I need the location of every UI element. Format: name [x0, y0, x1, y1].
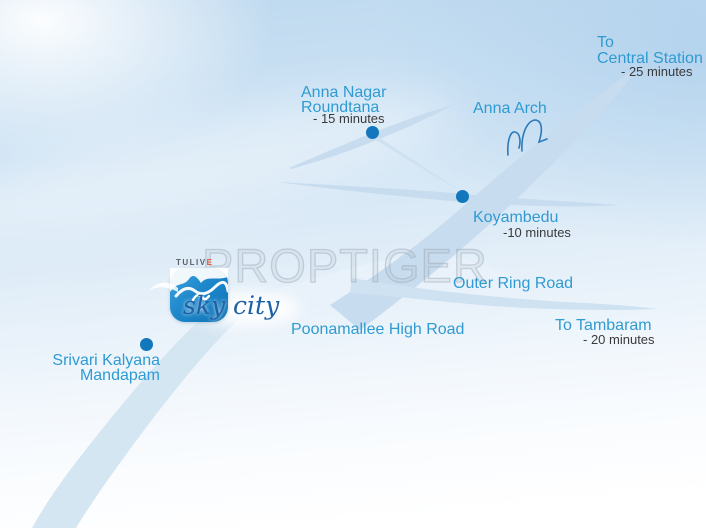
logo-swoosh-icon	[148, 282, 178, 292]
tulive-brand-wordmark: TULIVE	[176, 258, 213, 267]
label-anna-nagar-line2: Roundtana	[301, 99, 380, 116]
road-koyambedu-cross	[277, 182, 618, 207]
label-srivari-line2: Mandapam	[79, 367, 160, 384]
label-outer-ring-road: Outer Ring Road	[453, 275, 574, 292]
road-connector	[371, 134, 464, 193]
label-srivari-line1: Srivari Kalyana	[52, 352, 160, 369]
brand-text: TULIV	[176, 258, 207, 267]
label-anna-nagar-line1: Anna Nagar	[301, 84, 387, 101]
label-central-station-line2: Central Station	[597, 50, 703, 67]
label-koyambedu-minutes: -10 minutes	[503, 225, 571, 240]
anna-nagar-dot-marker	[366, 126, 379, 139]
label-anna-nagar-minutes: - 15 minutes	[313, 111, 385, 126]
label-central-station-line1: To	[597, 34, 614, 51]
anna-arch-icon	[507, 119, 548, 156]
label-tambaram-minutes: - 20 minutes	[583, 332, 655, 347]
logo-cloud-art	[170, 268, 228, 302]
sky-city-script-text: sky city	[183, 291, 280, 320]
sky-city-logo-icon	[170, 268, 228, 322]
brand-accent-letter: E	[206, 258, 214, 267]
label-koyambedu: Koyambedu	[473, 209, 559, 226]
label-tambaram: To Tambaram	[555, 317, 652, 334]
srivari-dot-marker	[140, 338, 153, 351]
koyambedu-dot-marker	[456, 190, 469, 203]
watermark: PROPTIGER	[201, 238, 488, 292]
label-anna-arch: Anna Arch	[473, 100, 547, 117]
road-south-fork	[32, 306, 240, 528]
road-outer-ring	[350, 278, 658, 310]
label-poonamallee-high-road: Poonamallee High Road	[291, 321, 465, 338]
label-central-station-minutes: - 25 minutes	[621, 64, 693, 79]
